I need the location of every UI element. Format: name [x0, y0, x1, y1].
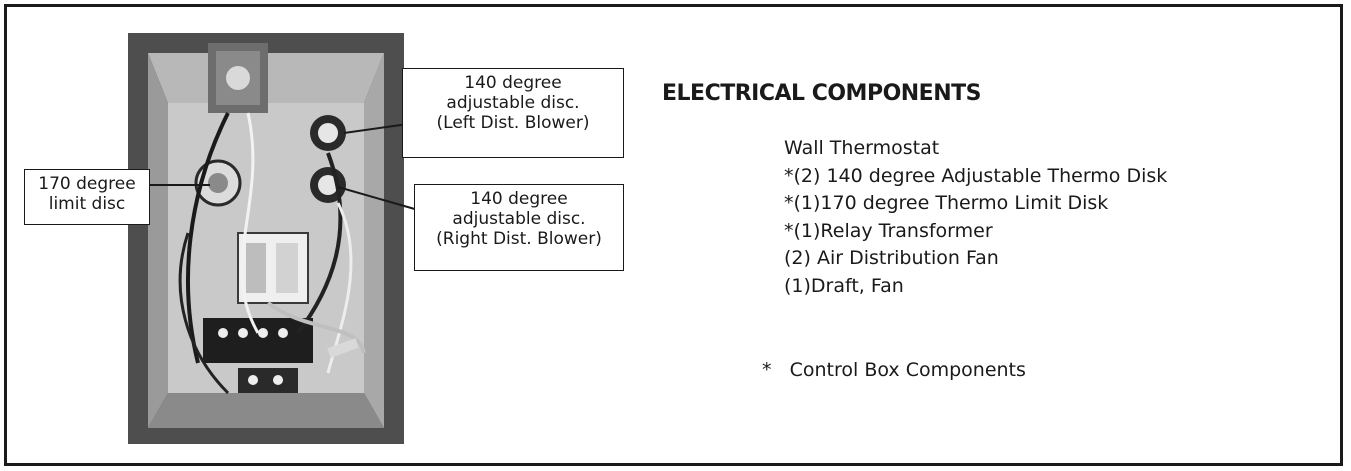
list-item: *(1)Relay Transformer — [784, 219, 993, 242]
callout-text: adjustable disc. — [446, 93, 580, 113]
footnote: * Control Box Components — [762, 359, 1026, 381]
components-list: Wall Thermostat *(2) 140 degree Adjustab… — [784, 135, 1167, 300]
callout-text: adjustable disc. — [452, 209, 586, 229]
callout-left-140-disc: 140 degree adjustable disc. (Left Dist. … — [402, 68, 624, 158]
leader-line-limit-170 — [150, 184, 210, 186]
callout-text: 140 degree — [464, 73, 562, 93]
section-heading: ELECTRICAL COMPONENTS — [662, 81, 981, 106]
callout-text: 170 degree — [38, 174, 136, 194]
callout-text: 140 degree — [470, 189, 568, 209]
callout-text: (Left Dist. Blower) — [436, 113, 590, 133]
control-box-illustration — [128, 33, 404, 444]
callout-170-limit-disc: 170 degree limit disc — [24, 169, 150, 225]
page-border — [4, 4, 1343, 466]
list-item: (2) Air Distribution Fan — [784, 247, 999, 269]
list-item: (1)Draft, Fan — [784, 274, 904, 297]
list-item: Wall Thermostat — [784, 137, 940, 159]
callout-text: (Right Dist. Blower) — [436, 229, 602, 249]
list-item: *(2) 140 degree Adjustable Thermo Disk — [784, 164, 1168, 187]
control-box-photo — [128, 33, 404, 444]
callout-text: limit disc — [48, 194, 126, 214]
list-item: *(1)170 degree Thermo Limit Disk — [784, 192, 1109, 214]
callout-right-140-disc: 140 degree adjustable disc. (Right Dist.… — [414, 184, 624, 271]
